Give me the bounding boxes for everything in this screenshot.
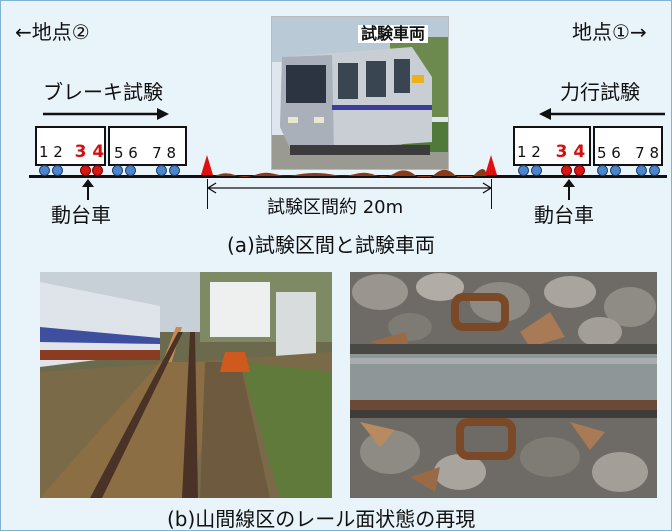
test-vehicle-photo: 試験車両: [271, 16, 449, 170]
right-point-label-group: 地点①→: [572, 22, 647, 42]
arrow-left-icon: ←: [15, 20, 32, 44]
left-car-2: 5 6 7 8: [108, 126, 187, 166]
interval-label: 試験区間約 20m: [267, 197, 404, 218]
left-car-1: 1 2 3 4: [35, 126, 106, 166]
left-wheel-4: [92, 165, 103, 176]
left-point-label-group: ←地点②: [15, 22, 90, 42]
right-wheel-7: [636, 165, 647, 176]
right-wheel-8: [649, 165, 660, 176]
right-car-2: 5 6 7 8: [593, 126, 663, 166]
right-wheel-6: [610, 165, 621, 176]
right-car-1: 1 2 3 4: [513, 126, 591, 166]
right-wheel-4: [574, 165, 585, 176]
left-wheel-3: [80, 165, 91, 176]
arrow-right-icon: →: [629, 20, 647, 44]
right-wheel-1: [518, 165, 529, 176]
right-car-2-axles: 5 6 7 8: [597, 144, 660, 162]
cone-marker-icon: [485, 155, 497, 175]
caption-a: (a)試験区間と試験車両: [227, 233, 435, 257]
left-car-1-unpowered-axles: 1 2: [39, 143, 63, 161]
right-bogie-pointer-arrow: [563, 179, 575, 200]
test-vehicle-label: 試験車両: [358, 25, 429, 43]
left-wheel-5: [112, 165, 123, 176]
left-wheel-6: [125, 165, 136, 176]
powering-direction-arrow: [539, 108, 665, 120]
left-car-2-axles: 5 6 7 8: [114, 144, 177, 162]
caption-b: (b)山間線区のレール面状態の再現: [167, 507, 476, 531]
left-point-label: 地点②: [31, 20, 90, 44]
left-car-1-axles: 1 2 3 4: [39, 144, 104, 161]
braking-test-label: ブレーキ試験: [43, 80, 163, 104]
right-car-1-axles: 1 2 3 4: [517, 144, 585, 161]
left-bogie-pointer-arrow: [82, 179, 94, 200]
powering-test-label: 力行試験: [560, 80, 640, 104]
interval-dimension-arrow: [207, 182, 492, 194]
right-car-1-powered-axles: 3 4: [555, 142, 586, 162]
cone-marker-icon: [201, 155, 213, 175]
right-car-1-unpowered-axles: 1 2: [517, 143, 541, 161]
left-wheel-8: [169, 165, 180, 176]
right-wheel-2: [531, 165, 542, 176]
track-line: [29, 175, 667, 178]
left-wheel-1: [39, 165, 50, 176]
braking-direction-arrow: [43, 108, 169, 120]
left-car-1-powered-axles: 3 4: [74, 142, 105, 162]
interval-right-tick: [491, 179, 492, 209]
right-point-label: 地点①: [572, 20, 630, 44]
fallen-leaves-on-track: [215, 169, 487, 177]
left-bogie-label: 動台車: [51, 203, 111, 227]
right-bogie-label: 動台車: [534, 203, 594, 227]
track-leaves-photo: [40, 272, 332, 498]
right-wheel-5: [597, 165, 608, 176]
left-wheel-2: [52, 165, 63, 176]
interval-left-tick: [207, 179, 208, 209]
right-wheel-3: [561, 165, 572, 176]
left-wheel-7: [156, 165, 167, 176]
rail-surface-photo: [350, 272, 657, 498]
